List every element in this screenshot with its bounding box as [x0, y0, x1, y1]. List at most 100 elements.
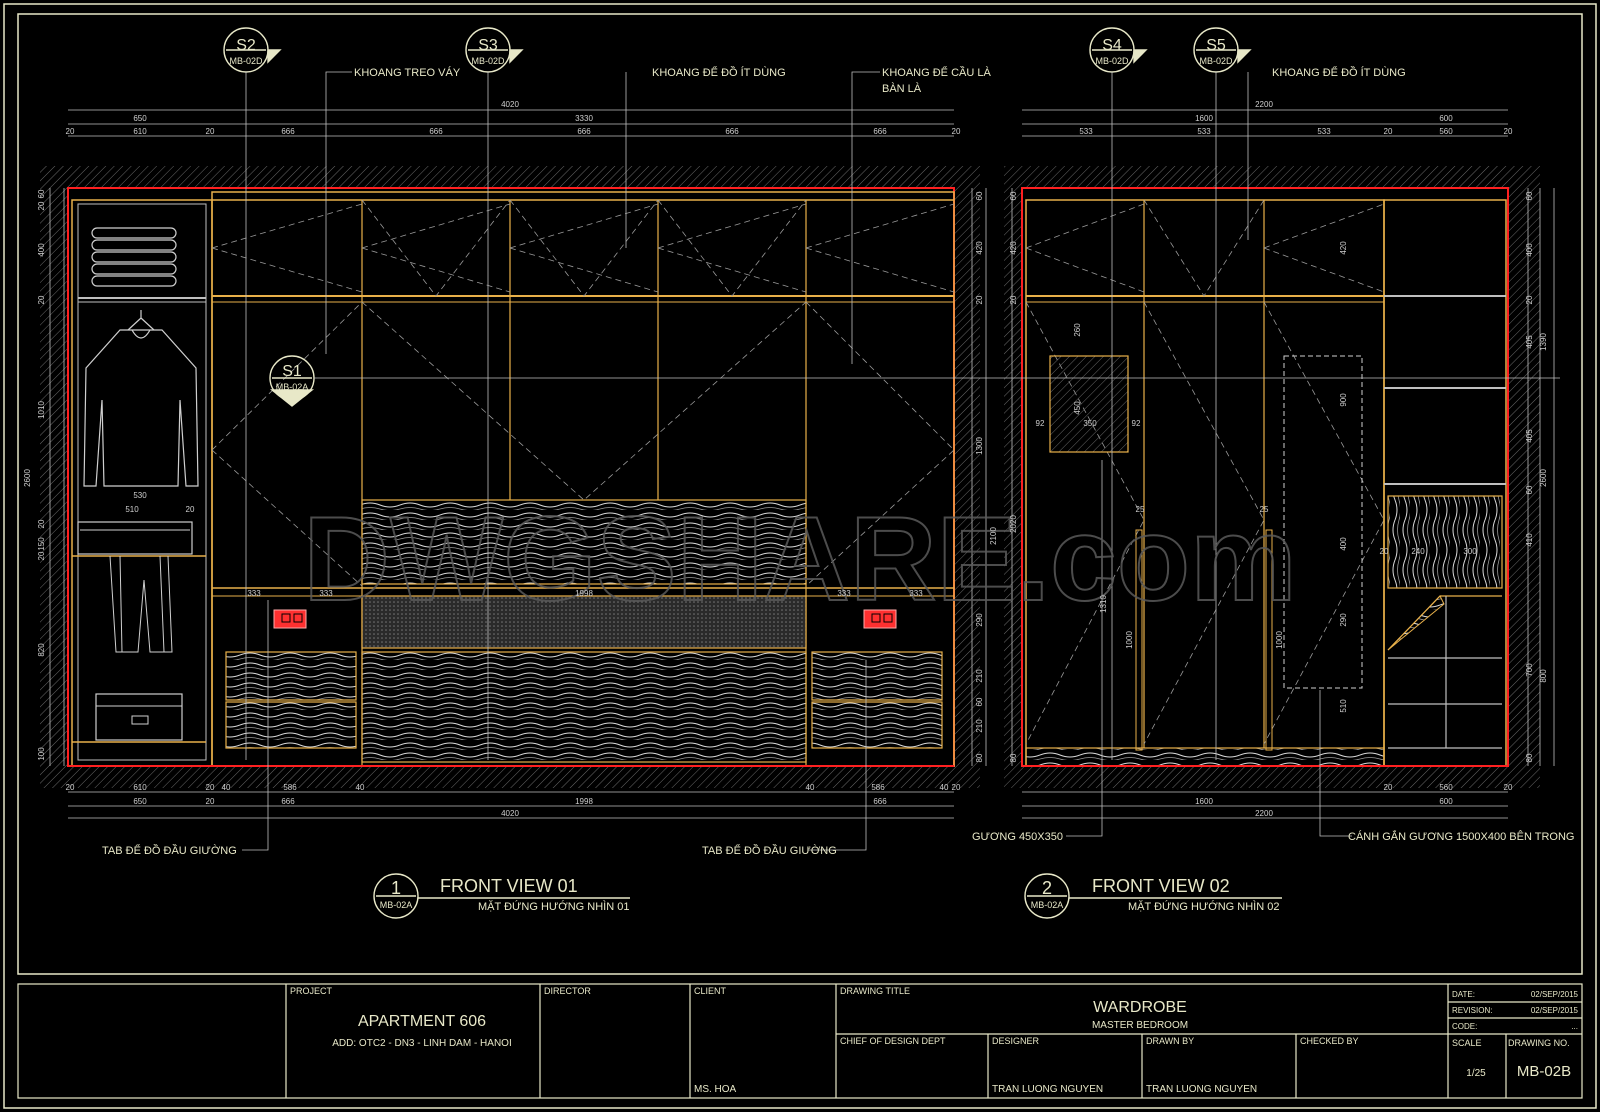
dim-text: 666	[725, 127, 739, 136]
date-value: 02/SEP/2015	[1531, 990, 1579, 999]
dim-text: 4020	[501, 100, 519, 109]
director-label: DIRECTOR	[544, 986, 591, 996]
dim-text: 1300	[975, 437, 984, 455]
view-title: FRONT VIEW 01	[440, 876, 578, 896]
view-number: 1	[391, 878, 401, 898]
dim-text: 333	[319, 589, 333, 598]
dim-text: 20	[37, 201, 46, 210]
dim-text: 666	[281, 797, 295, 806]
dim-text: 1310	[1099, 595, 1108, 613]
dim-text: 25	[1136, 505, 1145, 514]
dim-text: 80	[1525, 753, 1534, 762]
dim-text: 420	[1339, 241, 1348, 255]
headboard-lower	[361, 651, 807, 763]
dim-text: 600	[1439, 797, 1453, 806]
headboard-fabric	[361, 595, 807, 649]
pull-out-basket	[77, 521, 193, 555]
dim-text: 20	[206, 783, 215, 792]
dim-text: 60	[37, 189, 46, 198]
dim-text: 533	[1079, 127, 1093, 136]
storage-box	[95, 693, 183, 741]
section-ref: MB-02D	[1199, 56, 1233, 66]
dim-text: 20	[37, 295, 46, 304]
dim-text: 1390	[1539, 333, 1548, 351]
dim-text: 20	[1384, 783, 1393, 792]
dim-text: 1600	[1195, 797, 1213, 806]
project-address: ADD: OTC2 - DN3 - LINH DAM - HANOI	[332, 1038, 511, 1049]
dim-text: 2020	[1009, 515, 1018, 533]
dim-text: 20	[1525, 295, 1534, 304]
dim-text: 3330	[575, 114, 593, 123]
dim-text: 586	[871, 783, 885, 792]
shoe-rack-panel	[1387, 495, 1503, 589]
dim-text: 333	[837, 589, 851, 598]
title-block: PROJECT APARTMENT 606 ADD: OTC2 - DN3 - …	[290, 986, 1579, 1095]
dim-text: 410	[1525, 533, 1534, 547]
dim-text: 350	[1083, 419, 1097, 428]
callout-canh-gan-guong: CÁNH GẮN GƯƠNG 1500X400 BÊN TRONG	[1348, 830, 1574, 843]
hinged-wardrobe	[1025, 199, 1385, 767]
dim-text: 2200	[1255, 100, 1273, 109]
dim-text: 210	[975, 719, 984, 733]
dim-text: 290	[1339, 613, 1348, 627]
code-label: CODE:	[1452, 1022, 1477, 1031]
dim-text: 1000	[1275, 631, 1284, 649]
dim-text: 92	[1036, 419, 1045, 428]
dim-text: 1000	[1125, 631, 1134, 649]
section-id: S3	[478, 37, 498, 54]
dim-text: 510	[125, 505, 139, 514]
dim-text: 666	[873, 797, 887, 806]
dim-text: 900	[1339, 393, 1348, 407]
folded-towels-icon	[91, 227, 177, 287]
dim-text: 586	[283, 783, 297, 792]
dim-text: 240	[1411, 547, 1425, 556]
front-view-01	[40, 71, 987, 851]
dim-text: 25	[1260, 505, 1269, 514]
callout-ban-la: BÀN LÀ	[882, 82, 922, 95]
dim-text: 400	[1339, 537, 1348, 551]
ceiling-hatch	[40, 166, 980, 188]
dim-text: 2100	[989, 527, 998, 545]
drawing-frame	[17, 13, 1583, 975]
headboard-upper	[361, 499, 807, 585]
plinth	[1025, 747, 1385, 767]
dim-text: 2600	[23, 469, 32, 487]
dim-text: 600	[1439, 114, 1453, 123]
dim-text: 533	[1197, 127, 1211, 136]
dim-text: 405	[1525, 429, 1534, 443]
dim-text: 20	[37, 519, 46, 528]
dim-text: 60	[1009, 191, 1018, 200]
date-label: DATE:	[1452, 990, 1475, 999]
designer-label: DESIGNER	[992, 1036, 1040, 1046]
dim-text: 80	[975, 753, 984, 762]
section-id: S2	[236, 37, 256, 54]
dim-text: 420	[1009, 241, 1018, 255]
dim-text: 300	[1463, 547, 1477, 556]
dim-text: 400	[1525, 243, 1534, 257]
dim-text: 20	[66, 127, 75, 136]
dim-text: 560	[1439, 783, 1453, 792]
drawing-no-label: DRAWING NO.	[1508, 1038, 1570, 1048]
dim-text: 1600	[1195, 114, 1213, 123]
project-label: PROJECT	[290, 986, 333, 996]
designer-name: TRAN LUONG NGUYEN	[992, 1084, 1103, 1095]
dimension-text-view2-vertical: 60 420 20 2020 80 260 450 1310 1000 1000…	[1009, 191, 1548, 762]
dim-text: 20	[66, 783, 75, 792]
dim-text: 20	[952, 127, 961, 136]
dim-text: 92	[1132, 419, 1141, 428]
dim-text: 1998	[575, 797, 593, 806]
hanging-shirt-icon	[83, 310, 199, 487]
dim-text: 650	[133, 797, 147, 806]
dim-text: 2200	[1255, 809, 1273, 818]
section-markers	[223, 27, 1560, 760]
dim-text: 20	[186, 505, 195, 514]
drawing-subtitle: MASTER BEDROOM	[1092, 1020, 1188, 1031]
dim-text: 60	[1525, 191, 1534, 200]
dim-text: 405	[1525, 335, 1534, 349]
dim-text: 1998	[575, 589, 593, 598]
dim-text: 150	[37, 537, 46, 551]
section-id: S1	[282, 363, 302, 380]
dim-text: 60	[1525, 485, 1534, 494]
bedside-tab-right-upper	[811, 651, 943, 701]
dim-text: 40	[806, 783, 815, 792]
